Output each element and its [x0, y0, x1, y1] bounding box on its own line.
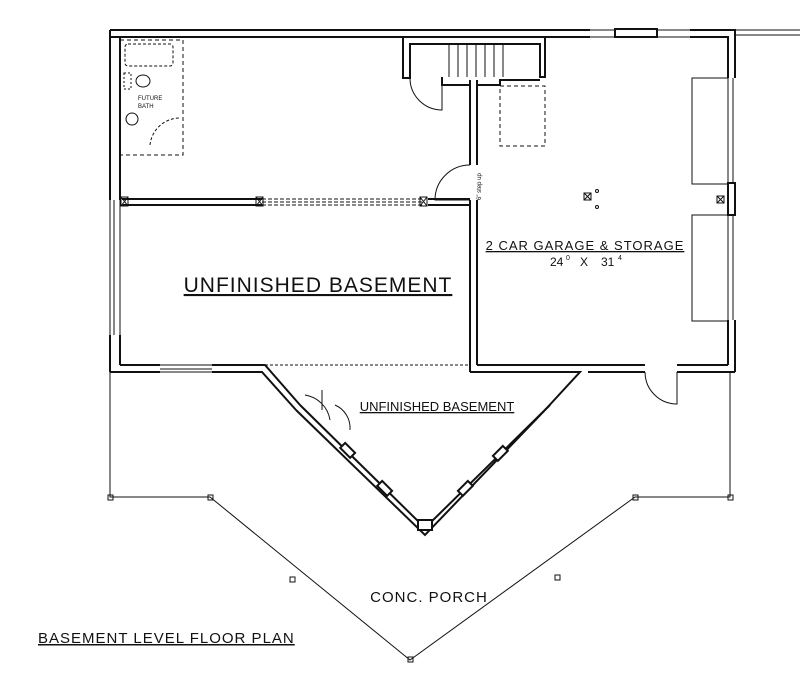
room-label-unfinished-basement: UNFINISHED BASEMENT [184, 274, 453, 297]
room-label-porch: CONC. PORCH [370, 589, 488, 606]
outer-wall [107, 28, 800, 663]
step-up-note: 6" step up [477, 173, 483, 200]
garage-dimensions: 24 0 X 31 4 [550, 255, 622, 269]
room-label-garage: 2 CAR GARAGE & STORAGE [486, 238, 685, 253]
garage-width-sup: 0 [566, 255, 570, 262]
bath-label-1: FUTURE [138, 96, 162, 102]
garage-length: 31 [601, 255, 615, 269]
bath-label-2: BATH [138, 104, 154, 110]
garage-length-sup: 4 [618, 255, 622, 262]
garage-dims-x: X [580, 255, 588, 269]
plan-title: BASEMENT LEVEL FLOOR PLAN [38, 630, 295, 647]
room-label-unfinished-basement-lower: UNFINISHED BASEMENT [360, 399, 515, 414]
garage-width: 24 [550, 255, 564, 269]
